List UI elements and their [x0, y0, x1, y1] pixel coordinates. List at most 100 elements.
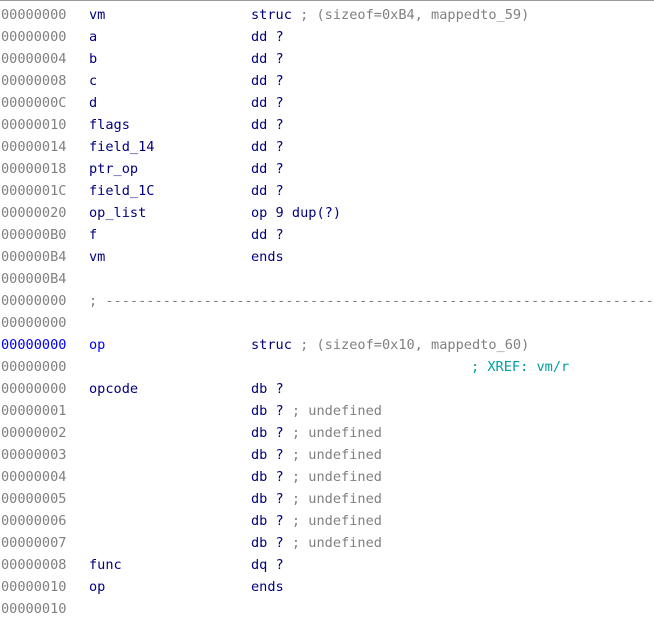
member-definition[interactable]: struc ; (sizeof=0x10, mappedto_60) — [251, 334, 529, 356]
line-address: 00000000 — [1, 7, 67, 23]
listing-line[interactable]: 0000000C d dd ? — [0, 92, 654, 114]
member-definition[interactable]: dd ? — [251, 180, 284, 202]
member-definition[interactable]: db ? ; undefined — [251, 400, 382, 422]
member-definition[interactable]: db ? — [251, 378, 284, 400]
listing-line[interactable]: 00000010 op ends — [0, 576, 654, 598]
member-name[interactable]: op_list — [89, 205, 147, 221]
definition-directive: db ? — [251, 447, 284, 463]
member-definition[interactable]: db ? ; undefined — [251, 444, 382, 466]
listing-line[interactable]: 00000018 ptr_op dd ? — [0, 158, 654, 180]
member-name[interactable]: op — [89, 579, 106, 595]
definition-directive: dd ? — [251, 95, 284, 111]
line-address: 00000000 — [1, 337, 67, 353]
member-definition[interactable]: struc ; (sizeof=0xB4, mappedto_59) — [251, 4, 529, 26]
inline-comment: ; undefined — [283, 425, 382, 441]
line-address: 00000008 — [1, 557, 67, 573]
listing-line[interactable]: 00000000 ; ------------------------------… — [0, 290, 654, 312]
member-definition[interactable]: ends — [251, 576, 284, 598]
line-address: 00000001 — [1, 403, 67, 419]
line-address: 0000000C — [1, 95, 67, 111]
member-definition[interactable]: dd ? — [251, 224, 284, 246]
listing-line[interactable]: 000000B4 vm ends — [0, 246, 654, 268]
definition-directive: dd ? — [251, 183, 284, 199]
member-definition[interactable]: ends — [251, 246, 284, 268]
line-address: 00000000 — [1, 29, 67, 45]
member-definition[interactable]: dd ? — [251, 70, 284, 92]
member-definition[interactable]: dd ? — [251, 158, 284, 180]
listing-line[interactable]: 00000008 func dq ? — [0, 554, 654, 576]
definition-directive: ends — [251, 579, 284, 595]
member-name[interactable]: ptr_op — [89, 161, 139, 177]
line-address: 00000000 — [1, 381, 67, 397]
member-definition[interactable]: dd ? — [251, 92, 284, 114]
member-definition[interactable]: db ? ; undefined — [251, 532, 382, 554]
listing-line[interactable]: 00000000 opcode db ? — [0, 378, 654, 400]
member-name[interactable]: b — [89, 51, 98, 67]
line-address: 000000B0 — [1, 227, 67, 243]
definition-directive: ends — [251, 249, 284, 265]
listing-line[interactable]: 000000B4 — [0, 268, 654, 290]
member-name[interactable]: field_1C — [89, 183, 155, 199]
definition-directive: db ? — [251, 381, 284, 397]
member-definition[interactable]: db ? ; undefined — [251, 510, 382, 532]
member-definition[interactable]: op 9 dup(?) — [251, 202, 341, 224]
listing-line[interactable]: 00000000 — [0, 312, 654, 334]
line-address: 00000005 — [1, 491, 67, 507]
member-definition[interactable]: db ? ; undefined — [251, 488, 382, 510]
listing-line[interactable]: 00000000; XREF: vm/r — [0, 356, 654, 378]
definition-directive: dd ? — [251, 227, 284, 243]
member-name[interactable]: op — [89, 337, 106, 353]
line-address: 00000010 — [1, 579, 67, 595]
listing-line[interactable]: 00000000 a dd ? — [0, 26, 654, 48]
member-name[interactable]: d — [89, 95, 98, 111]
member-definition[interactable]: dd ? — [251, 136, 284, 158]
listing-line[interactable]: 000000B0 f dd ? — [0, 224, 654, 246]
member-name[interactable]: f — [89, 227, 98, 243]
member-definition[interactable]: db ? ; undefined — [251, 466, 382, 488]
separator-comment: ; --------------------------------------… — [89, 293, 654, 309]
line-address: 00000002 — [1, 425, 67, 441]
definition-directive: op 9 dup(?) — [251, 205, 342, 221]
definition-directive: struc — [251, 7, 292, 23]
definition-directive: dd ? — [251, 161, 284, 177]
xref-comment[interactable]: ; XREF: vm/r — [471, 359, 570, 375]
definition-directive: db ? — [251, 491, 284, 507]
member-name[interactable]: flags — [89, 117, 130, 133]
listing-line[interactable]: 00000001 db ? ; undefined — [0, 400, 654, 422]
member-name[interactable]: c — [89, 73, 98, 89]
definition-directive: dd ? — [251, 29, 284, 45]
listing-line[interactable]: 00000005 db ? ; undefined — [0, 488, 654, 510]
definition-directive: db ? — [251, 513, 284, 529]
member-name[interactable]: field_14 — [89, 139, 155, 155]
line-address: 00000018 — [1, 161, 67, 177]
member-definition[interactable]: dd ? — [251, 48, 284, 70]
listing-line[interactable]: 00000010 — [0, 598, 654, 620]
member-definition[interactable]: db ? ; undefined — [251, 422, 382, 444]
member-name[interactable]: opcode — [89, 381, 139, 397]
member-name[interactable]: func — [89, 557, 122, 573]
member-definition[interactable]: dd ? — [251, 114, 284, 136]
member-name[interactable]: vm — [89, 249, 106, 265]
inline-comment: ; undefined — [283, 491, 382, 507]
member-name[interactable]: a — [89, 29, 98, 45]
line-address: 00000000 — [1, 293, 67, 309]
line-address: 000000B4 — [1, 249, 67, 265]
listing-line[interactable]: 00000002 db ? ; undefined — [0, 422, 654, 444]
member-name[interactable]: vm — [89, 7, 106, 23]
definition-directive: db ? — [251, 403, 284, 419]
listing-line[interactable]: 00000000 vm struc ; (sizeof=0xB4, mappedto… — [0, 4, 654, 26]
member-definition[interactable]: dq ? — [251, 554, 284, 576]
member-definition[interactable]: dd ? — [251, 26, 284, 48]
listing-line[interactable]: 00000000 op struc ; (sizeof=0x10, mappedto… — [0, 334, 654, 356]
